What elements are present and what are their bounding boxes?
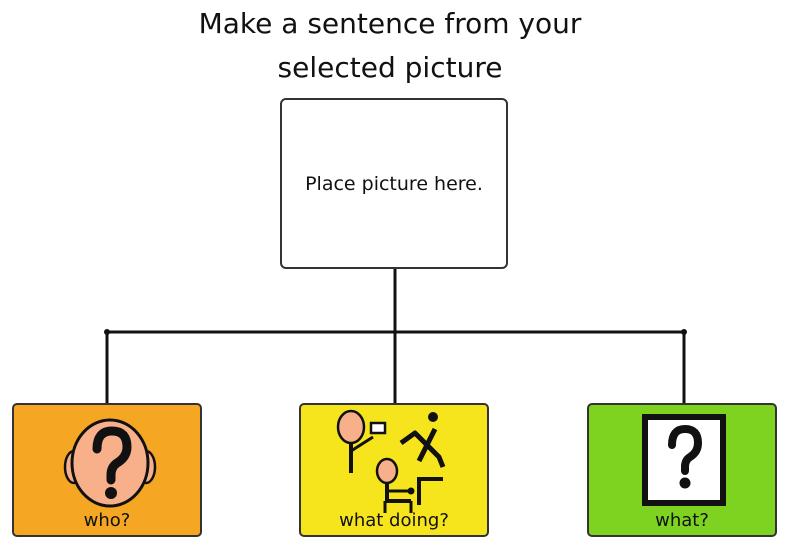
connector-dot-left: [104, 329, 110, 335]
connector-dot-right: [681, 329, 687, 335]
picture-drop-zone-label: Place picture here.: [305, 172, 483, 195]
what-doing-card[interactable]: what doing?: [299, 403, 489, 537]
page-title-line-1: Make a sentence from your: [198, 7, 582, 40]
what-card[interactable]: what?: [587, 403, 777, 537]
who-card-label: who?: [83, 510, 131, 531]
what-doing-card-label: what doing?: [339, 510, 449, 531]
who-card[interactable]: who?: [12, 403, 202, 537]
question-box-icon: [642, 414, 726, 506]
people-doing-activities-icon: [336, 409, 446, 513]
page-title: Make a sentence from your selected pictu…: [0, 2, 780, 90]
picture-drop-zone[interactable]: Place picture here.: [280, 98, 508, 269]
what-card-label: what?: [655, 510, 709, 531]
page-title-line-2: selected picture: [277, 51, 503, 84]
question-head-icon: [63, 418, 157, 508]
